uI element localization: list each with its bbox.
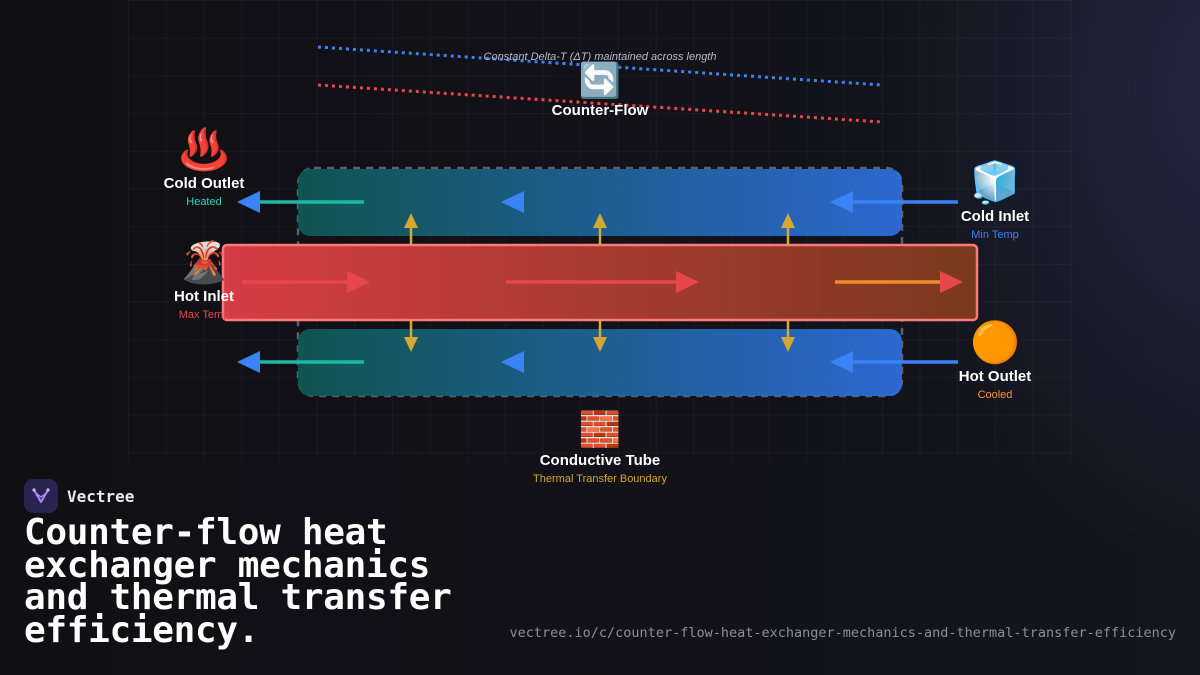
cold-outlet-title: Cold Outlet (163, 175, 245, 192)
page-title: Counter-flow heat exchanger mechanics an… (24, 512, 452, 651)
cold-inlet-title: Cold Inlet (960, 208, 1030, 225)
heat-transfer-arrows (404, 213, 795, 352)
conductive-tube-label: 🧱 Conductive Tube Thermal Transfer Bound… (533, 411, 667, 485)
hot-inlet-subtitle: Max Temp (178, 309, 230, 321)
vectree-logo-icon (24, 479, 58, 513)
hot-inlet-title: Hot Inlet (174, 288, 234, 305)
hot-flow-arrows (242, 271, 963, 293)
conductive-tube-subtitle: Thermal Transfer Boundary (533, 473, 667, 485)
hot-outlet-title: Hot Outlet (958, 368, 1032, 385)
hot-outlet-label: 🟠 Hot Outlet Cooled (959, 321, 1032, 401)
counter-flow-label: 🔄 Counter-Flow (552, 62, 649, 119)
brand[interactable]: Vectree (24, 479, 134, 513)
cold-inlet-label: 🧊 Cold Inlet Min Temp (961, 161, 1029, 241)
cold-temperature-line (317, 45, 883, 87)
cold-outlet-label: ♨️ Cold Outlet Heated (164, 128, 245, 208)
brand-name: Vectree (67, 486, 135, 506)
brick-icon: 🧱 (578, 411, 622, 449)
orange-circle-icon: 🟠 (970, 321, 1020, 365)
hot-springs-icon: ♨️ (179, 128, 229, 172)
hot-temperature-line (317, 83, 883, 124)
ice-cube-icon: 🧊 (970, 161, 1020, 205)
volcano-icon: 🌋 (179, 241, 229, 285)
page-url[interactable]: vectree.io/c/counter-flow-heat-exchanger… (509, 625, 1176, 641)
counter-flow-title: Counter-Flow (551, 102, 649, 119)
cold-flow-arrows-bottom (237, 351, 958, 373)
cold-outlet-subtitle: Heated (186, 196, 222, 208)
conductive-tube-title: Conductive Tube (539, 452, 661, 469)
cold-inlet-subtitle: Min Temp (971, 229, 1019, 241)
cycle-arrows-icon: 🔄 (578, 62, 622, 100)
cold-flow-arrows-top (237, 191, 958, 213)
hot-inlet-label: 🌋 Hot Inlet Max Temp (174, 241, 234, 321)
delta-t-note: Constant Delta-T (ΔT) maintained across … (483, 51, 717, 63)
hot-outlet-subtitle: Cooled (977, 389, 1013, 401)
